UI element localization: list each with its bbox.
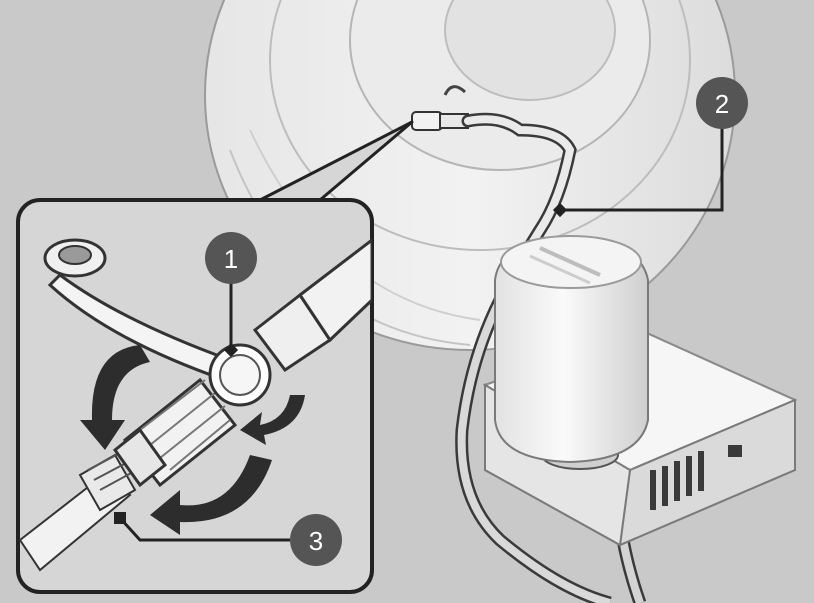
callout-1-label: 1 xyxy=(224,244,238,274)
callout-1: 1 xyxy=(205,232,257,358)
sealant-canister xyxy=(494,234,649,464)
rotation-arrow-right xyxy=(240,395,305,445)
callout-2: 2 xyxy=(552,77,748,218)
hose-fitting xyxy=(252,236,372,373)
callout-3-label: 3 xyxy=(309,526,323,556)
rotation-arrow-left xyxy=(80,345,150,450)
valve-cap xyxy=(43,238,232,382)
compressor-vents xyxy=(650,445,742,510)
knurled-nut xyxy=(208,343,272,407)
callout-2-label: 2 xyxy=(715,89,729,119)
callout-3: 3 xyxy=(114,512,342,566)
rotation-arrow-bottom xyxy=(150,455,272,535)
detail-inset xyxy=(16,198,374,594)
valve-stem-thread xyxy=(78,451,137,512)
hose-coupler xyxy=(112,377,238,488)
inset-leader xyxy=(259,120,414,202)
